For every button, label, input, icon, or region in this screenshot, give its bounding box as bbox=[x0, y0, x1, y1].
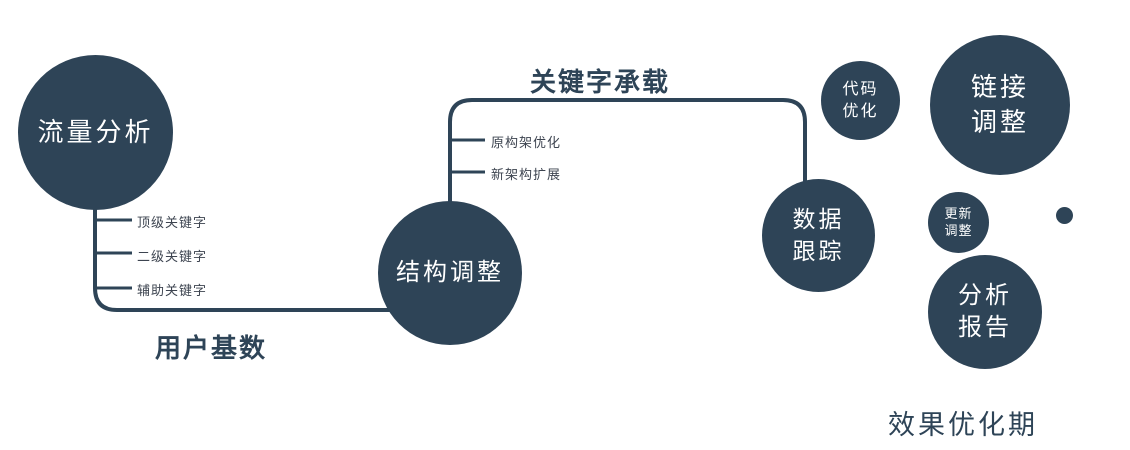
branch-label-original-architecture: 原构架优化 bbox=[491, 135, 562, 150]
connector-structure-tracking bbox=[448, 98, 807, 205]
node-structure-adjustment: 结构调整 bbox=[378, 201, 522, 345]
edge-label-keyword-carrying: 关键字承载 bbox=[530, 67, 671, 97]
node-link-adjustment: 链接 调整 bbox=[930, 35, 1070, 175]
branch-label-top-keywords: 顶级关键字 bbox=[137, 215, 208, 230]
node-analysis-report: 分析 报告 bbox=[928, 255, 1042, 369]
branch-label-second-keywords: 二级关键字 bbox=[137, 249, 208, 264]
node-update-adjustment: 更新 调整 bbox=[928, 192, 989, 253]
node-traffic-analysis: 流量分析 bbox=[18, 55, 173, 210]
footer-phase-label: 效果优化期 bbox=[888, 410, 1038, 440]
node-code-optimization: 代码 优化 bbox=[821, 61, 900, 140]
node-small-dot bbox=[1056, 207, 1073, 224]
edge-label-user-base: 用户基数 bbox=[155, 333, 268, 363]
branch-label-aux-keywords: 辅助关键字 bbox=[137, 283, 208, 298]
node-data-tracking: 数据 跟踪 bbox=[762, 179, 875, 292]
branch-label-new-architecture: 新架构扩展 bbox=[491, 167, 562, 182]
